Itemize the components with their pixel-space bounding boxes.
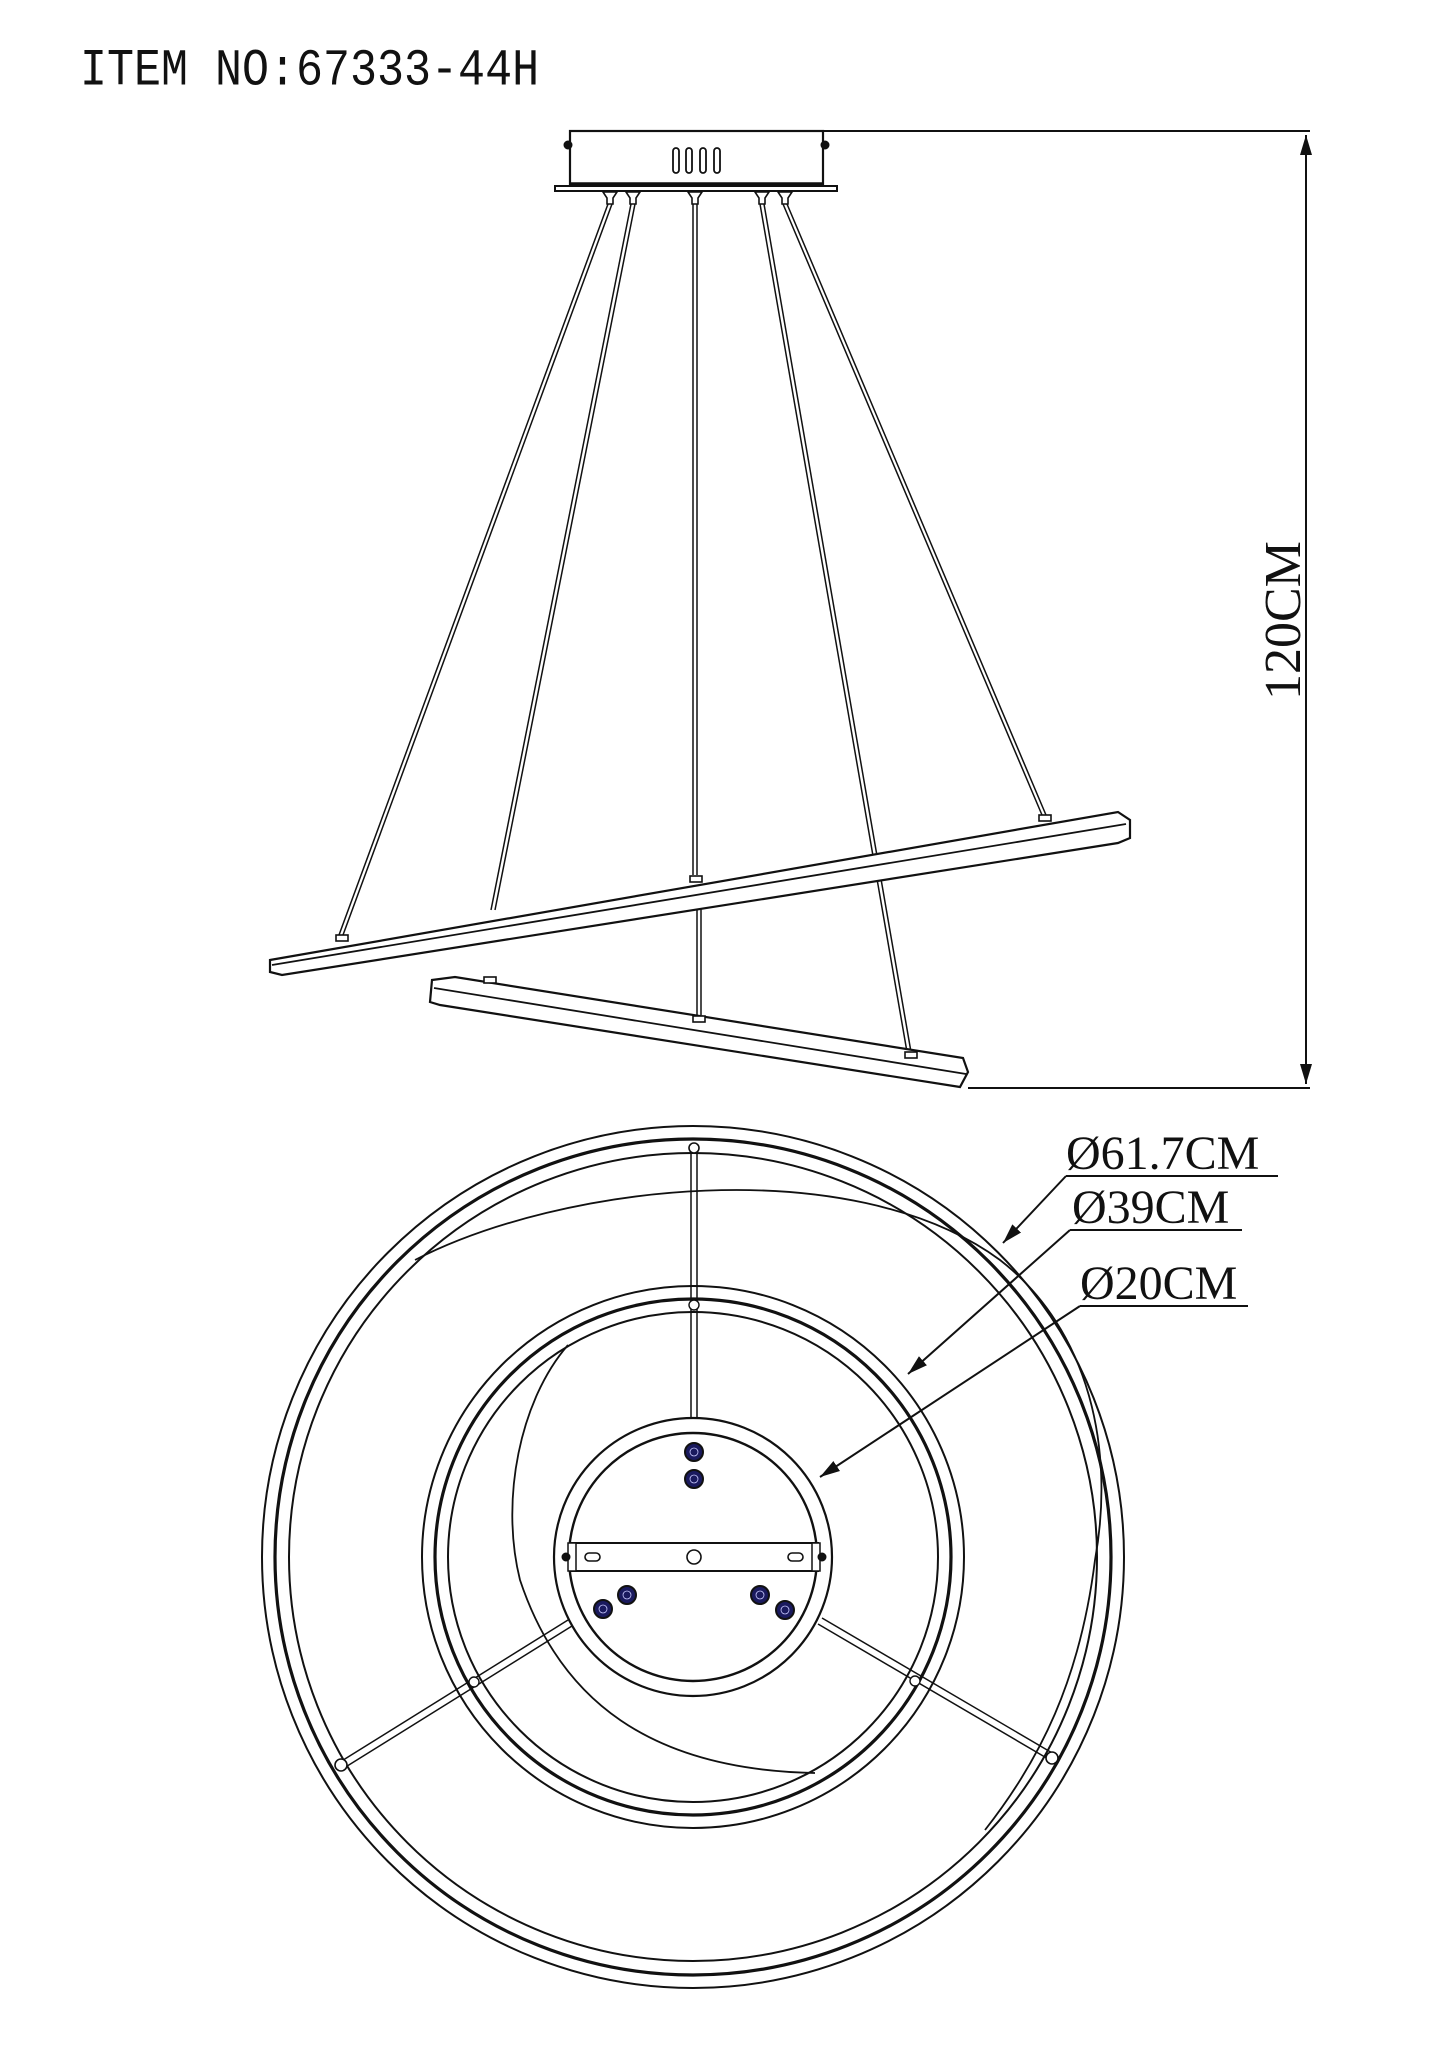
outer-ring (261, 1125, 1125, 1989)
height-dimension (823, 130, 1312, 1089)
screw-icon (684, 1469, 704, 1489)
suspension-cables (338, 203, 1047, 1053)
middle-diameter-label: Ø39CM (1072, 1181, 1229, 1234)
height-dimension-label: 120CM (1255, 541, 1312, 700)
mounting-screws (593, 1442, 795, 1620)
screw-icon (775, 1600, 795, 1620)
canopy-diameter-label: Ø20CM (1080, 1257, 1237, 1310)
top-view (261, 1125, 1278, 1989)
side-view (268, 129, 1312, 1089)
screw-icon (684, 1442, 704, 1462)
canopy-plate (552, 1416, 834, 1698)
lower-ring-bar (428, 975, 970, 1089)
screw-icon (617, 1585, 637, 1605)
outer-diameter-label: Ø61.7CM (1066, 1127, 1259, 1180)
item-number-title: ITEM NO:67333-44H (80, 42, 540, 101)
spiral-arcs (414, 1189, 1103, 1831)
top-view-cables (334, 1142, 1059, 1772)
dimension-leaders (819, 1175, 1278, 1478)
middle-ring (421, 1285, 965, 1829)
canopy (554, 129, 838, 205)
screw-icon (593, 1599, 613, 1619)
upper-ring-bar (268, 810, 1132, 977)
screw-icon (750, 1585, 770, 1605)
vent-slots-icon (672, 147, 721, 174)
